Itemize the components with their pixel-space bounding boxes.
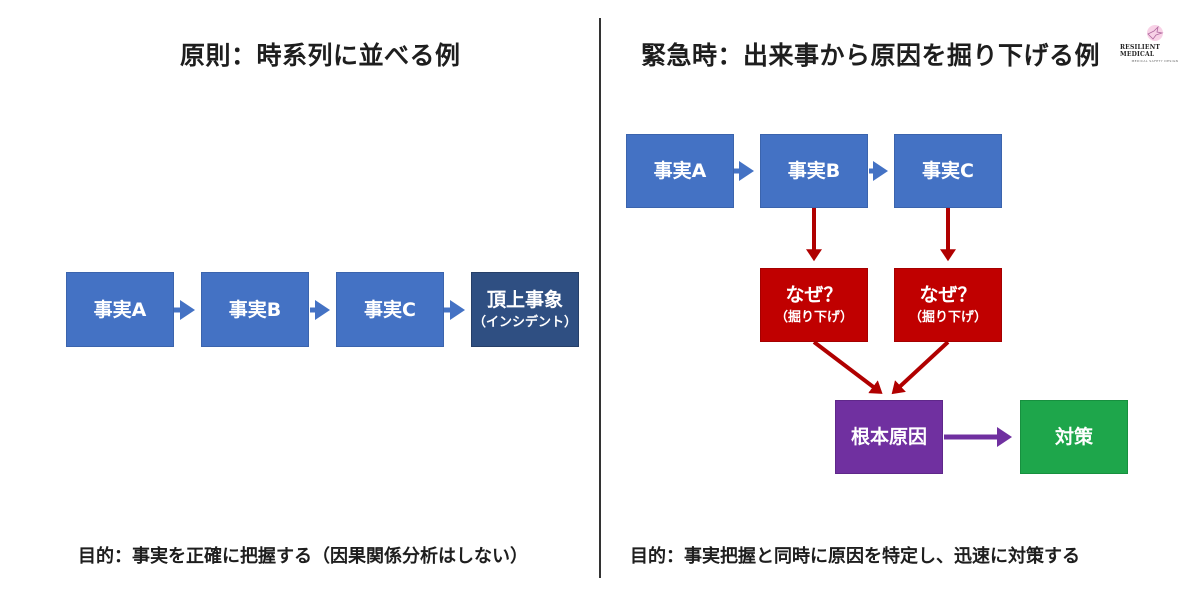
arrow-why-2-to-root-cause xyxy=(891,340,950,395)
box-label: 事実A xyxy=(653,160,707,182)
right-fact-a-box: 事実A xyxy=(626,134,734,208)
box-label: 事実C xyxy=(364,298,416,321)
countermeasure-box: 対策 xyxy=(1020,400,1128,474)
logo-tagline: MEDICAL SAFETY DESIGN xyxy=(1131,59,1179,63)
left-panel-title: 原則：時系列に並べる例 xyxy=(180,41,461,70)
panel-divider xyxy=(599,18,601,578)
left-fact-c-box: 事実C xyxy=(336,272,444,347)
box-label: 事実C xyxy=(922,160,974,182)
box-sublabel: （掘り下げ） xyxy=(774,310,853,325)
logo-name: RESILIENT MEDICAL xyxy=(1120,44,1161,58)
right-panel-caption: 目的：事実把握と同時に原因を特定し、迅速に対策する xyxy=(630,546,1080,567)
box-label: 対策 xyxy=(1054,426,1093,448)
arrow-why-1-to-root-cause xyxy=(812,340,883,394)
why-box-2: なぜ？ （掘り下げ） xyxy=(894,268,1002,342)
box-sublabel: （インシデント） xyxy=(472,314,577,330)
box-label: 事実B xyxy=(228,298,282,321)
why-box-1: なぜ？ （掘り下げ） xyxy=(760,268,868,342)
root-cause-box: 根本原因 xyxy=(835,400,943,474)
resilient-medical-logo: RESILIENT MEDICAL MEDICAL SAFETY DESIGN xyxy=(1120,24,1190,64)
box-label: 事実B xyxy=(787,160,841,182)
left-panel-caption: 目的：事実を正確に把握する（因果関係分析はしない） xyxy=(78,546,528,567)
box-sublabel: （掘り下げ） xyxy=(908,310,987,325)
box-label: なぜ？ xyxy=(919,284,977,306)
box-label: 根本原因 xyxy=(850,426,927,448)
left-fact-b-box: 事実B xyxy=(201,272,309,347)
right-fact-b-box: 事実B xyxy=(760,134,868,208)
right-panel-title: 緊急時：出来事から原因を掘り下げる例 xyxy=(641,41,1101,70)
dove-logo-icon xyxy=(1147,25,1164,41)
incident-box: 頂上事象 （インシデント） xyxy=(471,272,579,347)
left-fact-a-box: 事実A xyxy=(66,272,174,347)
right-fact-c-box: 事実C xyxy=(894,134,1002,208)
box-label: なぜ？ xyxy=(785,284,843,306)
box-label: 頂上事象 xyxy=(486,288,563,311)
box-label: 事実A xyxy=(93,298,147,321)
